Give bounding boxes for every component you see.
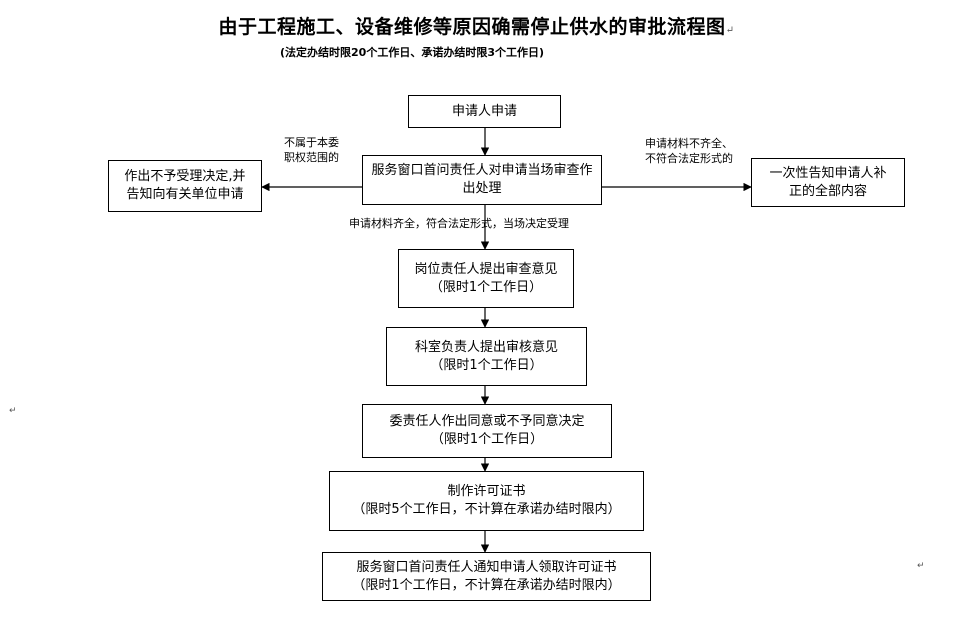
- node-committee-decision: 委责任人作出同意或不予同意决定 （限时1个工作日）: [362, 404, 612, 458]
- node-section-opinion: 科室负责人提出审核意见 （限时1个工作日）: [386, 327, 587, 386]
- page-subtitle: (法定办结时限20个工作日、承诺办结时限3个工作日): [280, 46, 545, 59]
- node-reject: 作出不予受理决定,并 告知向有关单位申请: [108, 160, 262, 212]
- node-apply: 申请人申请: [408, 95, 561, 128]
- page-title: 由于工程施工、设备维修等原因确需停止供水的审批流程图↵: [218, 16, 735, 38]
- paragraph-mark: ↵: [9, 406, 17, 416]
- node-review: 服务窗口首问责任人对申请当场审查作 出处理: [362, 155, 602, 205]
- node-notify: 服务窗口首问责任人通知申请人领取许可证书 （限时1个工作日，不计算在承诺办结时限…: [322, 552, 651, 601]
- edge-label-incomplete: 申请材料不齐全、 不符合法定形式的: [645, 137, 733, 165]
- node-supplement: 一次性告知申请人补 正的全部内容: [751, 158, 905, 207]
- paragraph-mark: ↵: [725, 25, 735, 36]
- edge-label-accepted: 申请材料齐全，符合法定形式，当场决定受理: [349, 217, 569, 230]
- node-make-license: 制作许可证书 （限时5个工作日，不计算在承诺办结时限内）: [329, 471, 644, 531]
- paragraph-mark: ↵: [917, 561, 925, 571]
- edge-label-not-in-scope: 不属于本委 职权范围的: [284, 136, 339, 164]
- node-post-opinion: 岗位责任人提出审查意见 （限时1个工作日）: [398, 249, 574, 308]
